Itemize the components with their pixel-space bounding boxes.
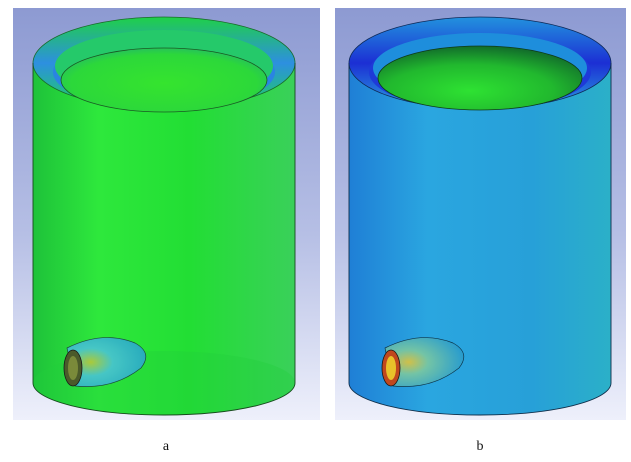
cylinder-render-b [335, 8, 626, 420]
panel-b-image [335, 8, 626, 420]
panel-a-caption: a [162, 439, 170, 454]
panel-b-caption: b [476, 439, 484, 454]
cylinder-render-a [13, 8, 320, 420]
panel-a-image [13, 8, 320, 420]
